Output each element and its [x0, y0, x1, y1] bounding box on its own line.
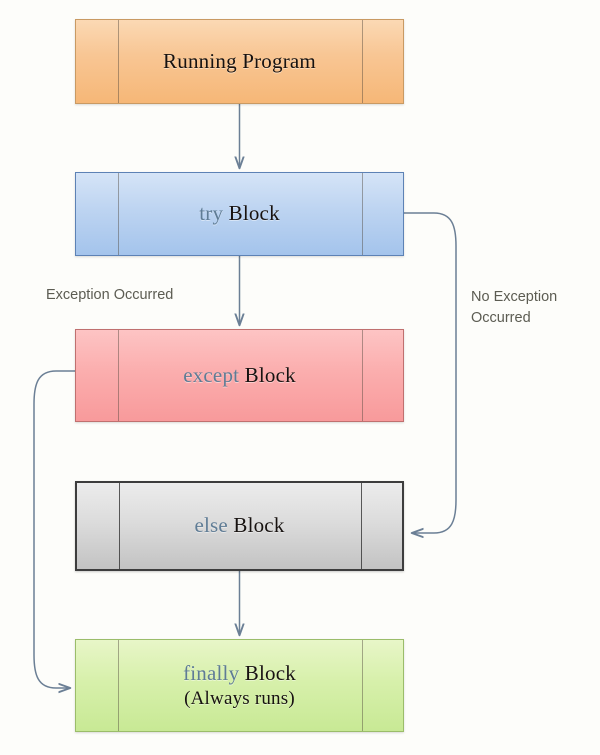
- node-finally-block-label: finally Block (Always runs): [183, 661, 296, 711]
- connector-try-to-else: [404, 212, 457, 533]
- node-divider-left: [118, 330, 119, 421]
- node-running-program[interactable]: Running Program: [75, 19, 404, 104]
- node-else-block-label: else Block: [194, 513, 284, 539]
- node-except-block-label: except Block: [183, 363, 296, 389]
- node-finally-block[interactable]: finally Block (Always runs): [75, 639, 404, 732]
- node-except-block-keyword: except: [183, 362, 240, 387]
- edge-label-no-exception-occurred: No Exception Occurred: [471, 289, 558, 327]
- node-try-block-text: Block: [223, 201, 280, 226]
- node-divider-right: [362, 20, 363, 103]
- node-finally-block-subtext: (Always runs): [184, 688, 295, 710]
- node-divider-right: [362, 640, 363, 731]
- node-running-program-text: Running Program: [163, 48, 316, 73]
- connector-except-to-finally: [33, 370, 75, 688]
- node-except-block[interactable]: except Block: [75, 329, 404, 422]
- edge-label-exception-occurred: Exception Occurred: [46, 287, 174, 303]
- node-else-block-keyword: else: [194, 513, 228, 538]
- node-try-block[interactable]: try Block: [75, 172, 404, 256]
- node-try-block-keyword: try: [199, 201, 224, 226]
- node-except-block-text: Block: [239, 362, 296, 387]
- node-divider-left: [118, 173, 119, 255]
- node-divider-right: [361, 483, 362, 569]
- node-finally-block-keyword: finally: [183, 660, 240, 685]
- node-divider-right: [362, 330, 363, 421]
- node-divider-left: [118, 640, 119, 731]
- node-else-block[interactable]: else Block: [75, 481, 404, 571]
- node-divider-right: [362, 173, 363, 255]
- node-divider-left: [118, 20, 119, 103]
- node-divider-left: [119, 483, 120, 569]
- node-running-program-label: Running Program: [163, 49, 316, 75]
- node-else-block-text: Block: [227, 513, 285, 538]
- node-try-block-label: try Block: [199, 201, 280, 227]
- node-finally-block-text: Block: [239, 660, 296, 685]
